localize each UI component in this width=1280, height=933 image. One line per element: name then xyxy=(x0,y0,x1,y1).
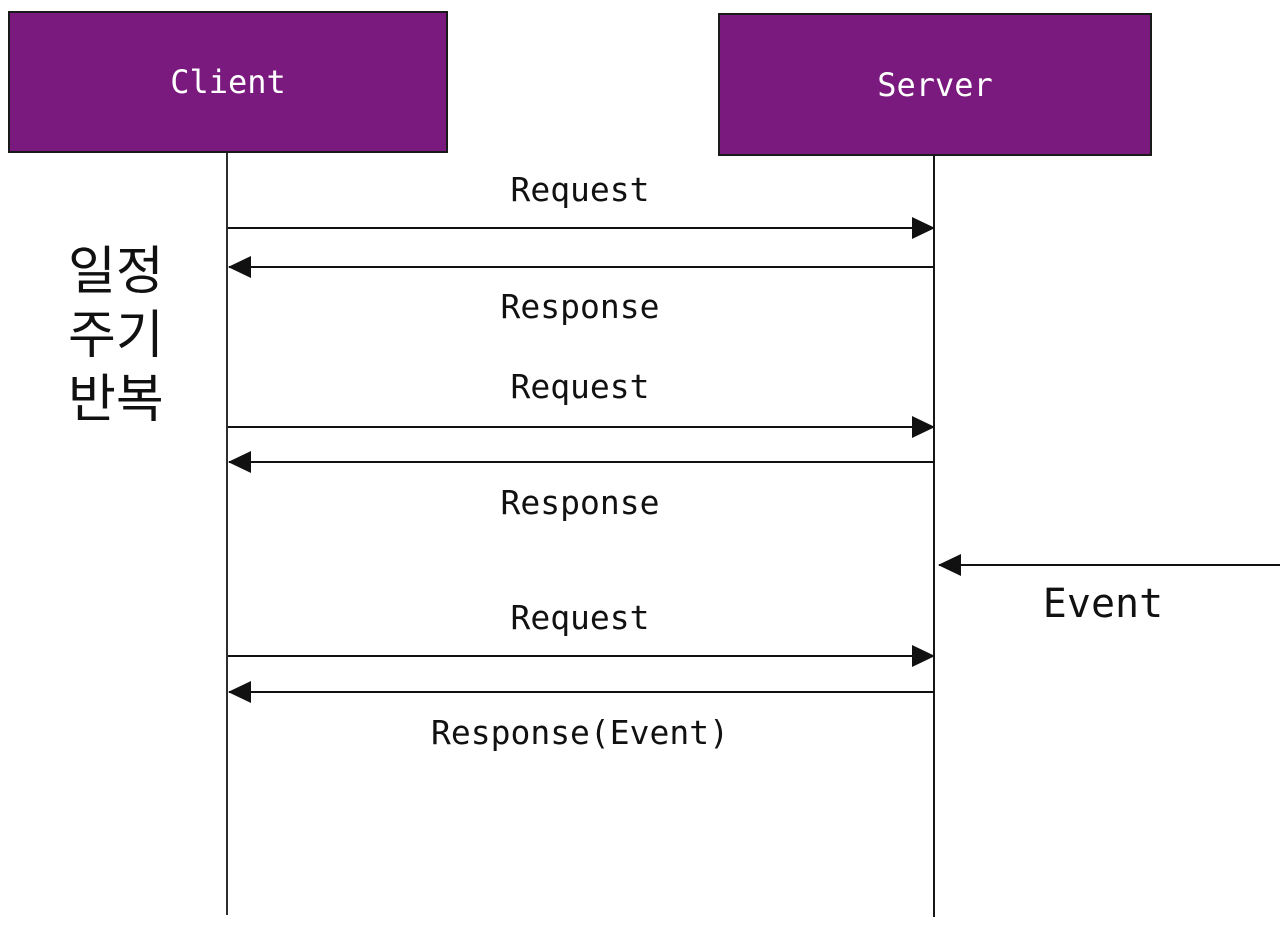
arrowhead-left-icon xyxy=(228,451,251,473)
message-6-label: Request xyxy=(510,598,650,637)
event-label: Event xyxy=(1042,581,1164,627)
message-7-arrow xyxy=(228,681,934,703)
loop-annotation-line-2: 주기 xyxy=(68,307,164,365)
server-lifeline xyxy=(933,156,935,917)
message-6-arrow xyxy=(228,645,935,667)
arrowhead-left-icon xyxy=(228,681,251,703)
message-4-label: Response xyxy=(500,483,660,522)
arrowhead-right-icon xyxy=(912,217,935,239)
message-7-label: Response(Event) xyxy=(430,713,729,752)
loop-annotation: 일정 주기 반복 xyxy=(68,240,188,432)
actor-box-server: Server xyxy=(718,13,1152,156)
arrowhead-left-icon xyxy=(228,256,251,278)
message-3-label: Request xyxy=(510,367,650,406)
arrowhead-left-icon xyxy=(938,554,961,576)
actor-server-label: Server xyxy=(877,65,993,104)
client-lifeline xyxy=(226,153,228,915)
message-1-arrow xyxy=(228,217,935,239)
loop-annotation-line-3: 반복 xyxy=(68,371,164,429)
arrowhead-right-icon xyxy=(912,416,935,438)
message-2-label: Response xyxy=(500,287,660,326)
actor-box-client: Client xyxy=(8,11,448,153)
actor-client-label: Client xyxy=(170,63,286,101)
message-1-label: Request xyxy=(510,170,650,209)
arrowhead-right-icon xyxy=(912,645,935,667)
message-2-arrow xyxy=(228,256,934,278)
message-4-arrow xyxy=(228,451,934,473)
loop-annotation-line-1: 일정 xyxy=(68,243,164,301)
message-3-arrow xyxy=(228,416,935,438)
event-arrow xyxy=(938,554,1280,576)
